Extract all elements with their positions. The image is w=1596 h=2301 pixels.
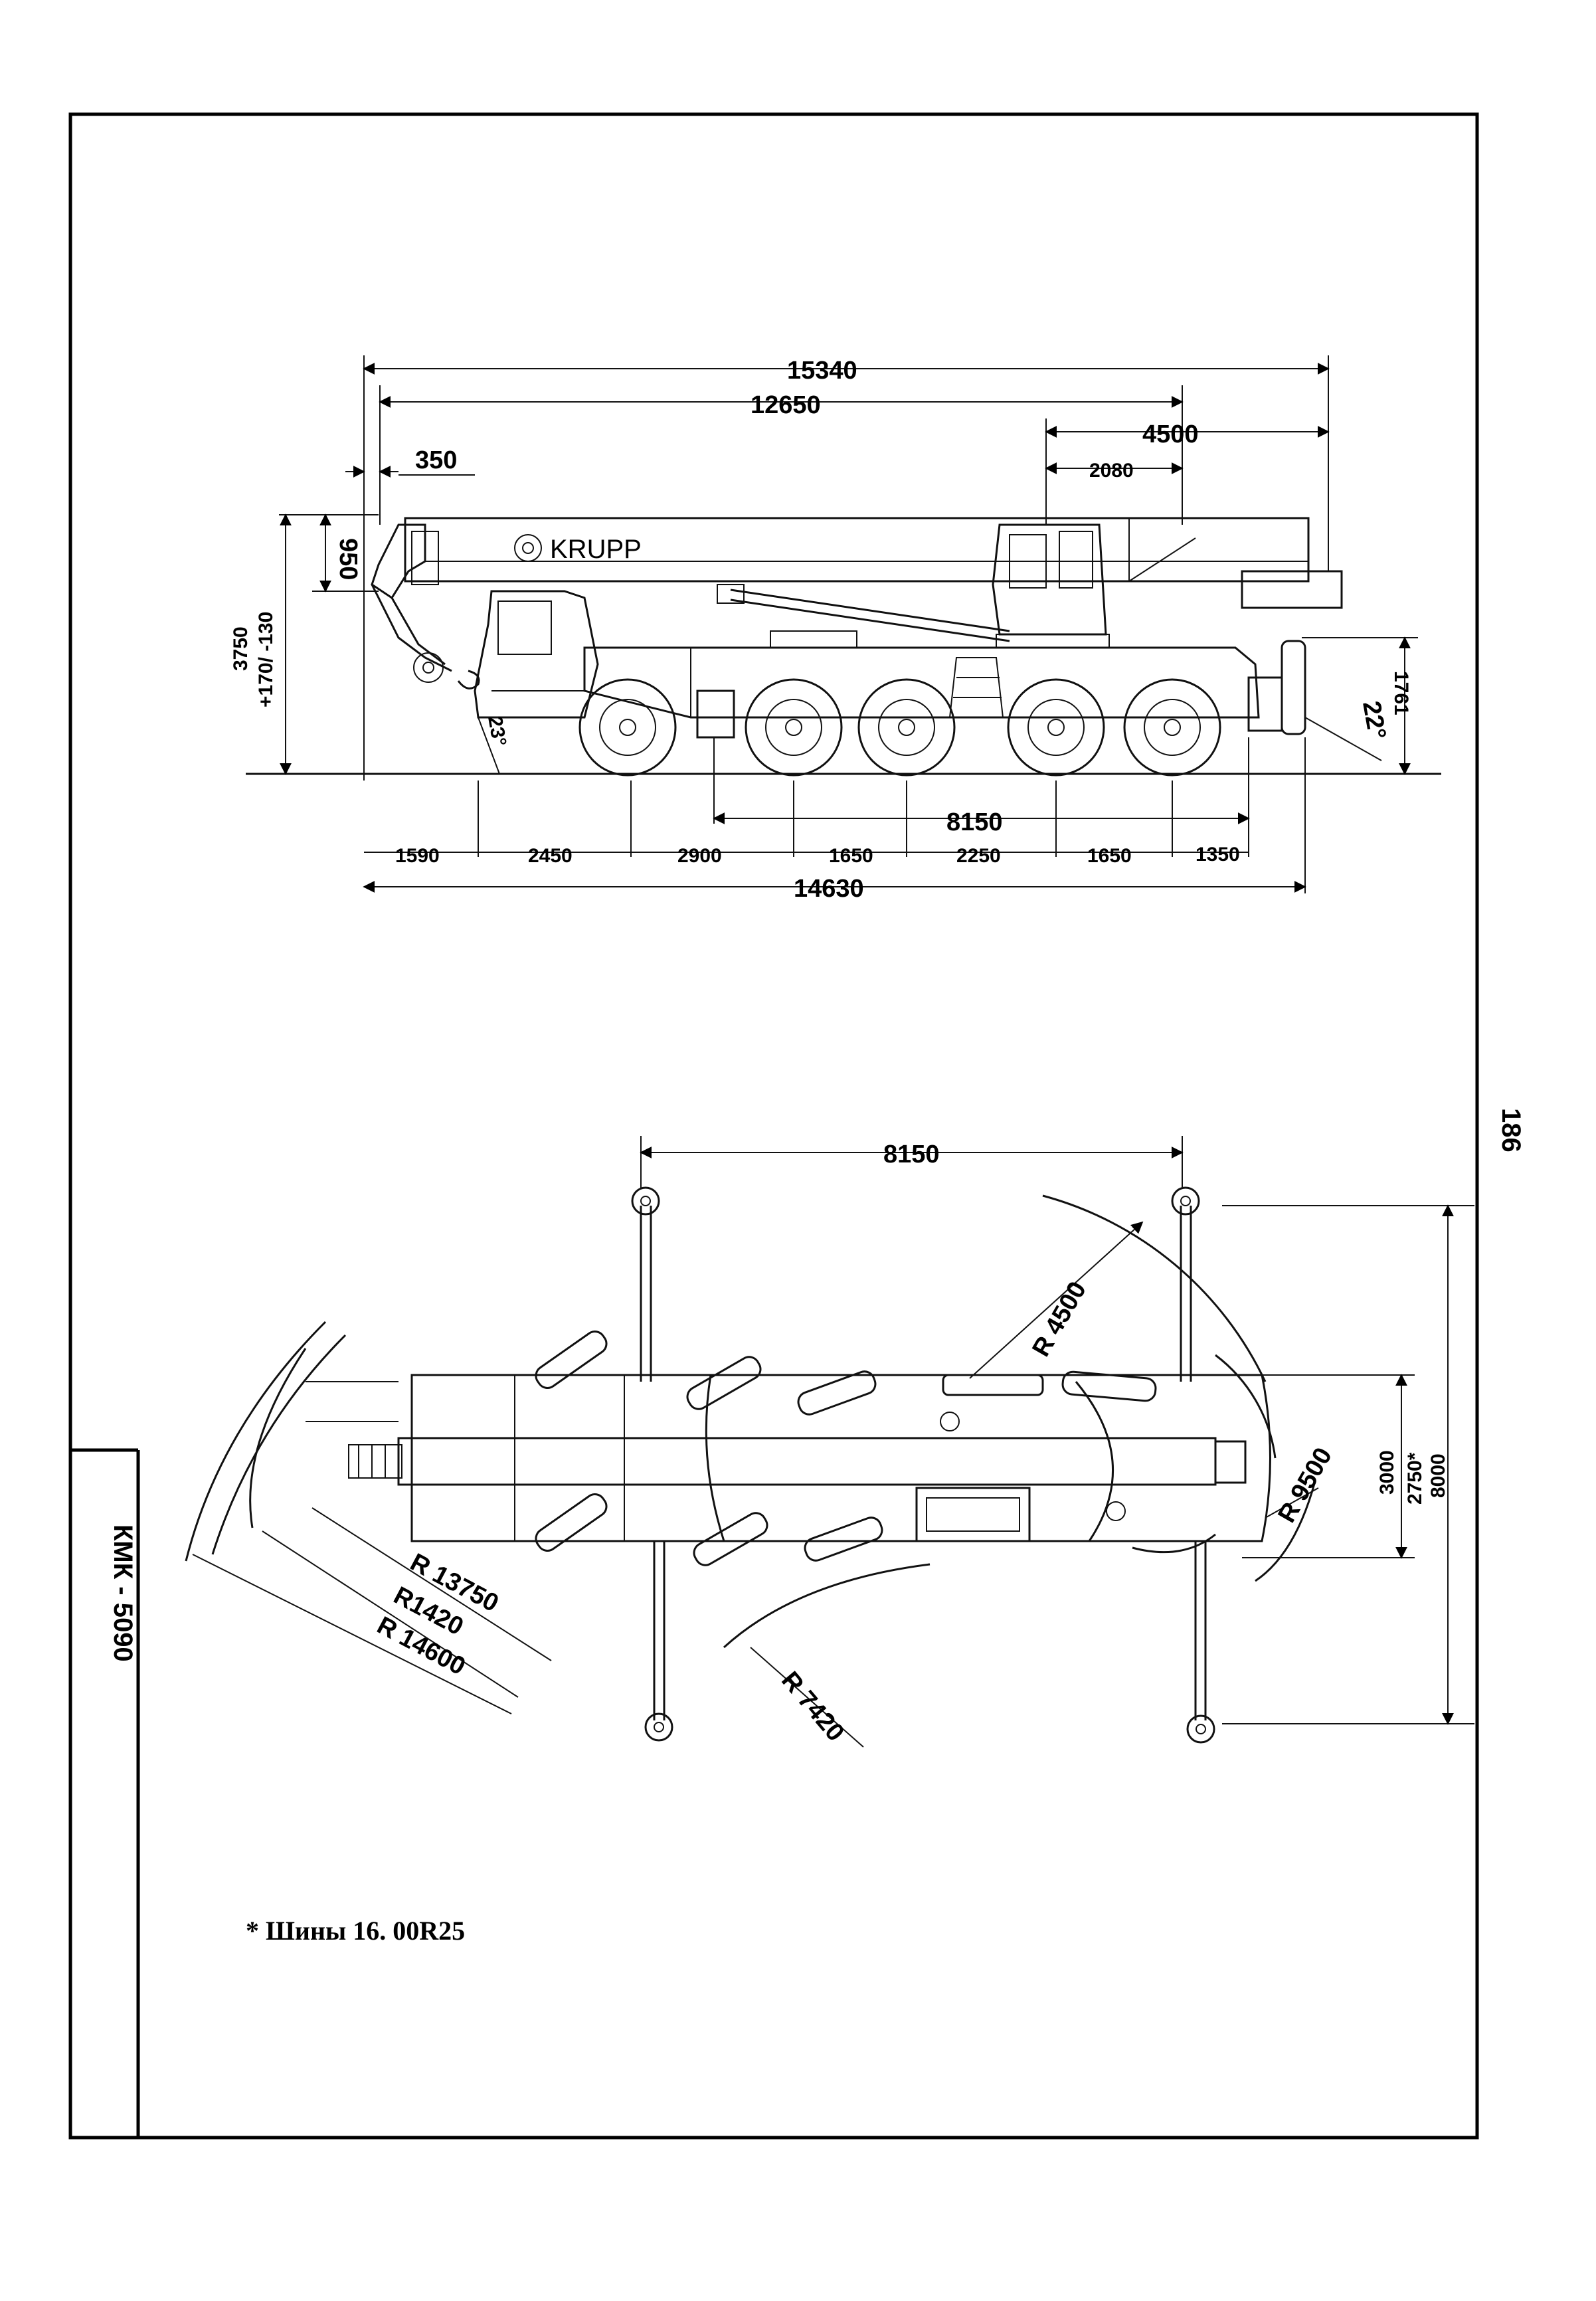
dim-approach-angle: 23° bbox=[484, 714, 510, 747]
dim-rear-height: 1761 bbox=[1390, 671, 1412, 715]
dim-total-height: 3750 bbox=[230, 626, 252, 671]
dim-rear-to-cab: 2080 bbox=[1089, 460, 1134, 482]
boom bbox=[404, 517, 1310, 642]
dim-departure-angle: 22° bbox=[1357, 699, 1391, 741]
dim-width-8000: 8000 bbox=[1427, 1453, 1449, 1498]
front-outrigger-box bbox=[696, 690, 735, 739]
carrier-plan bbox=[410, 1374, 1271, 1542]
radius-arcs bbox=[185, 1194, 1316, 1649]
dim-axle-4-5: 2250 bbox=[956, 845, 1001, 867]
counterweight bbox=[1241, 570, 1343, 609]
dim-rear-overhang: 4500 bbox=[1142, 420, 1199, 448]
brand-logo-text: KRUPP bbox=[550, 535, 642, 564]
dim-outrigger-span-side: 8150 bbox=[946, 808, 1003, 836]
dim-height-tolerance: +170/ -130 bbox=[255, 612, 277, 707]
wheel bbox=[745, 678, 843, 777]
dim-outrigger-span-plan: 8150 bbox=[883, 1141, 940, 1168]
side-view: KRUPP bbox=[230, 355, 1441, 903]
brand-logo: KRUPP bbox=[514, 534, 642, 564]
wheels bbox=[578, 678, 1221, 777]
dim-chassis-length: 14630 bbox=[794, 875, 864, 903]
page-frame bbox=[68, 112, 1479, 2140]
dim-axle-2-3: 2900 bbox=[677, 845, 722, 867]
boom-head bbox=[371, 523, 480, 690]
tyres-plan bbox=[535, 1331, 1157, 1566]
model-label: КМК - 5090 bbox=[108, 1524, 137, 1662]
dim-overall-length: 15340 bbox=[787, 357, 857, 385]
carrier-cab bbox=[474, 590, 599, 719]
dim-rear-section: 1350 bbox=[1196, 844, 1240, 866]
rear-tyre-spare bbox=[1281, 640, 1306, 735]
dim-hook-offset: 350 bbox=[415, 446, 457, 474]
boom-plan bbox=[306, 1381, 1247, 1486]
page-number: 186 bbox=[1496, 1108, 1526, 1152]
dim-axle-5-6: 1650 bbox=[1087, 845, 1132, 867]
wheel bbox=[1123, 678, 1221, 777]
dim-r-9500: R 9500 bbox=[1273, 1443, 1338, 1527]
operator-cab-plan bbox=[915, 1487, 1031, 1542]
dim-width-3000: 3000 bbox=[1376, 1450, 1398, 1495]
radius-leaders bbox=[192, 1221, 1319, 1748]
rear-outrigger-box bbox=[1247, 676, 1283, 732]
dim-axle-3-4: 1650 bbox=[829, 845, 873, 867]
outriggers bbox=[631, 1186, 1215, 1744]
dim-head-height: 950 bbox=[334, 538, 362, 580]
dim-width-2750: 2750* bbox=[1404, 1452, 1426, 1505]
chassis bbox=[583, 630, 1260, 719]
dim-r-4500: R 4500 bbox=[1027, 1277, 1092, 1361]
extension-lines bbox=[279, 355, 1418, 893]
width-dims bbox=[1222, 1204, 1474, 1725]
dimension-lines bbox=[280, 363, 1411, 893]
dim-boom-length: 12650 bbox=[751, 391, 821, 419]
wheel bbox=[578, 678, 677, 777]
dim-r-7420: R 7420 bbox=[776, 1667, 849, 1747]
tyre-footnote: * Шины 16. 00R25 bbox=[246, 1916, 465, 1946]
dim-axle-1-2: 2450 bbox=[528, 845, 573, 867]
dim-front-overhang: 1590 bbox=[395, 845, 440, 867]
wheel bbox=[857, 678, 956, 777]
operator-cab bbox=[992, 523, 1110, 648]
plan-view: 8150 bbox=[185, 1136, 1474, 1748]
wheel bbox=[1007, 678, 1105, 777]
